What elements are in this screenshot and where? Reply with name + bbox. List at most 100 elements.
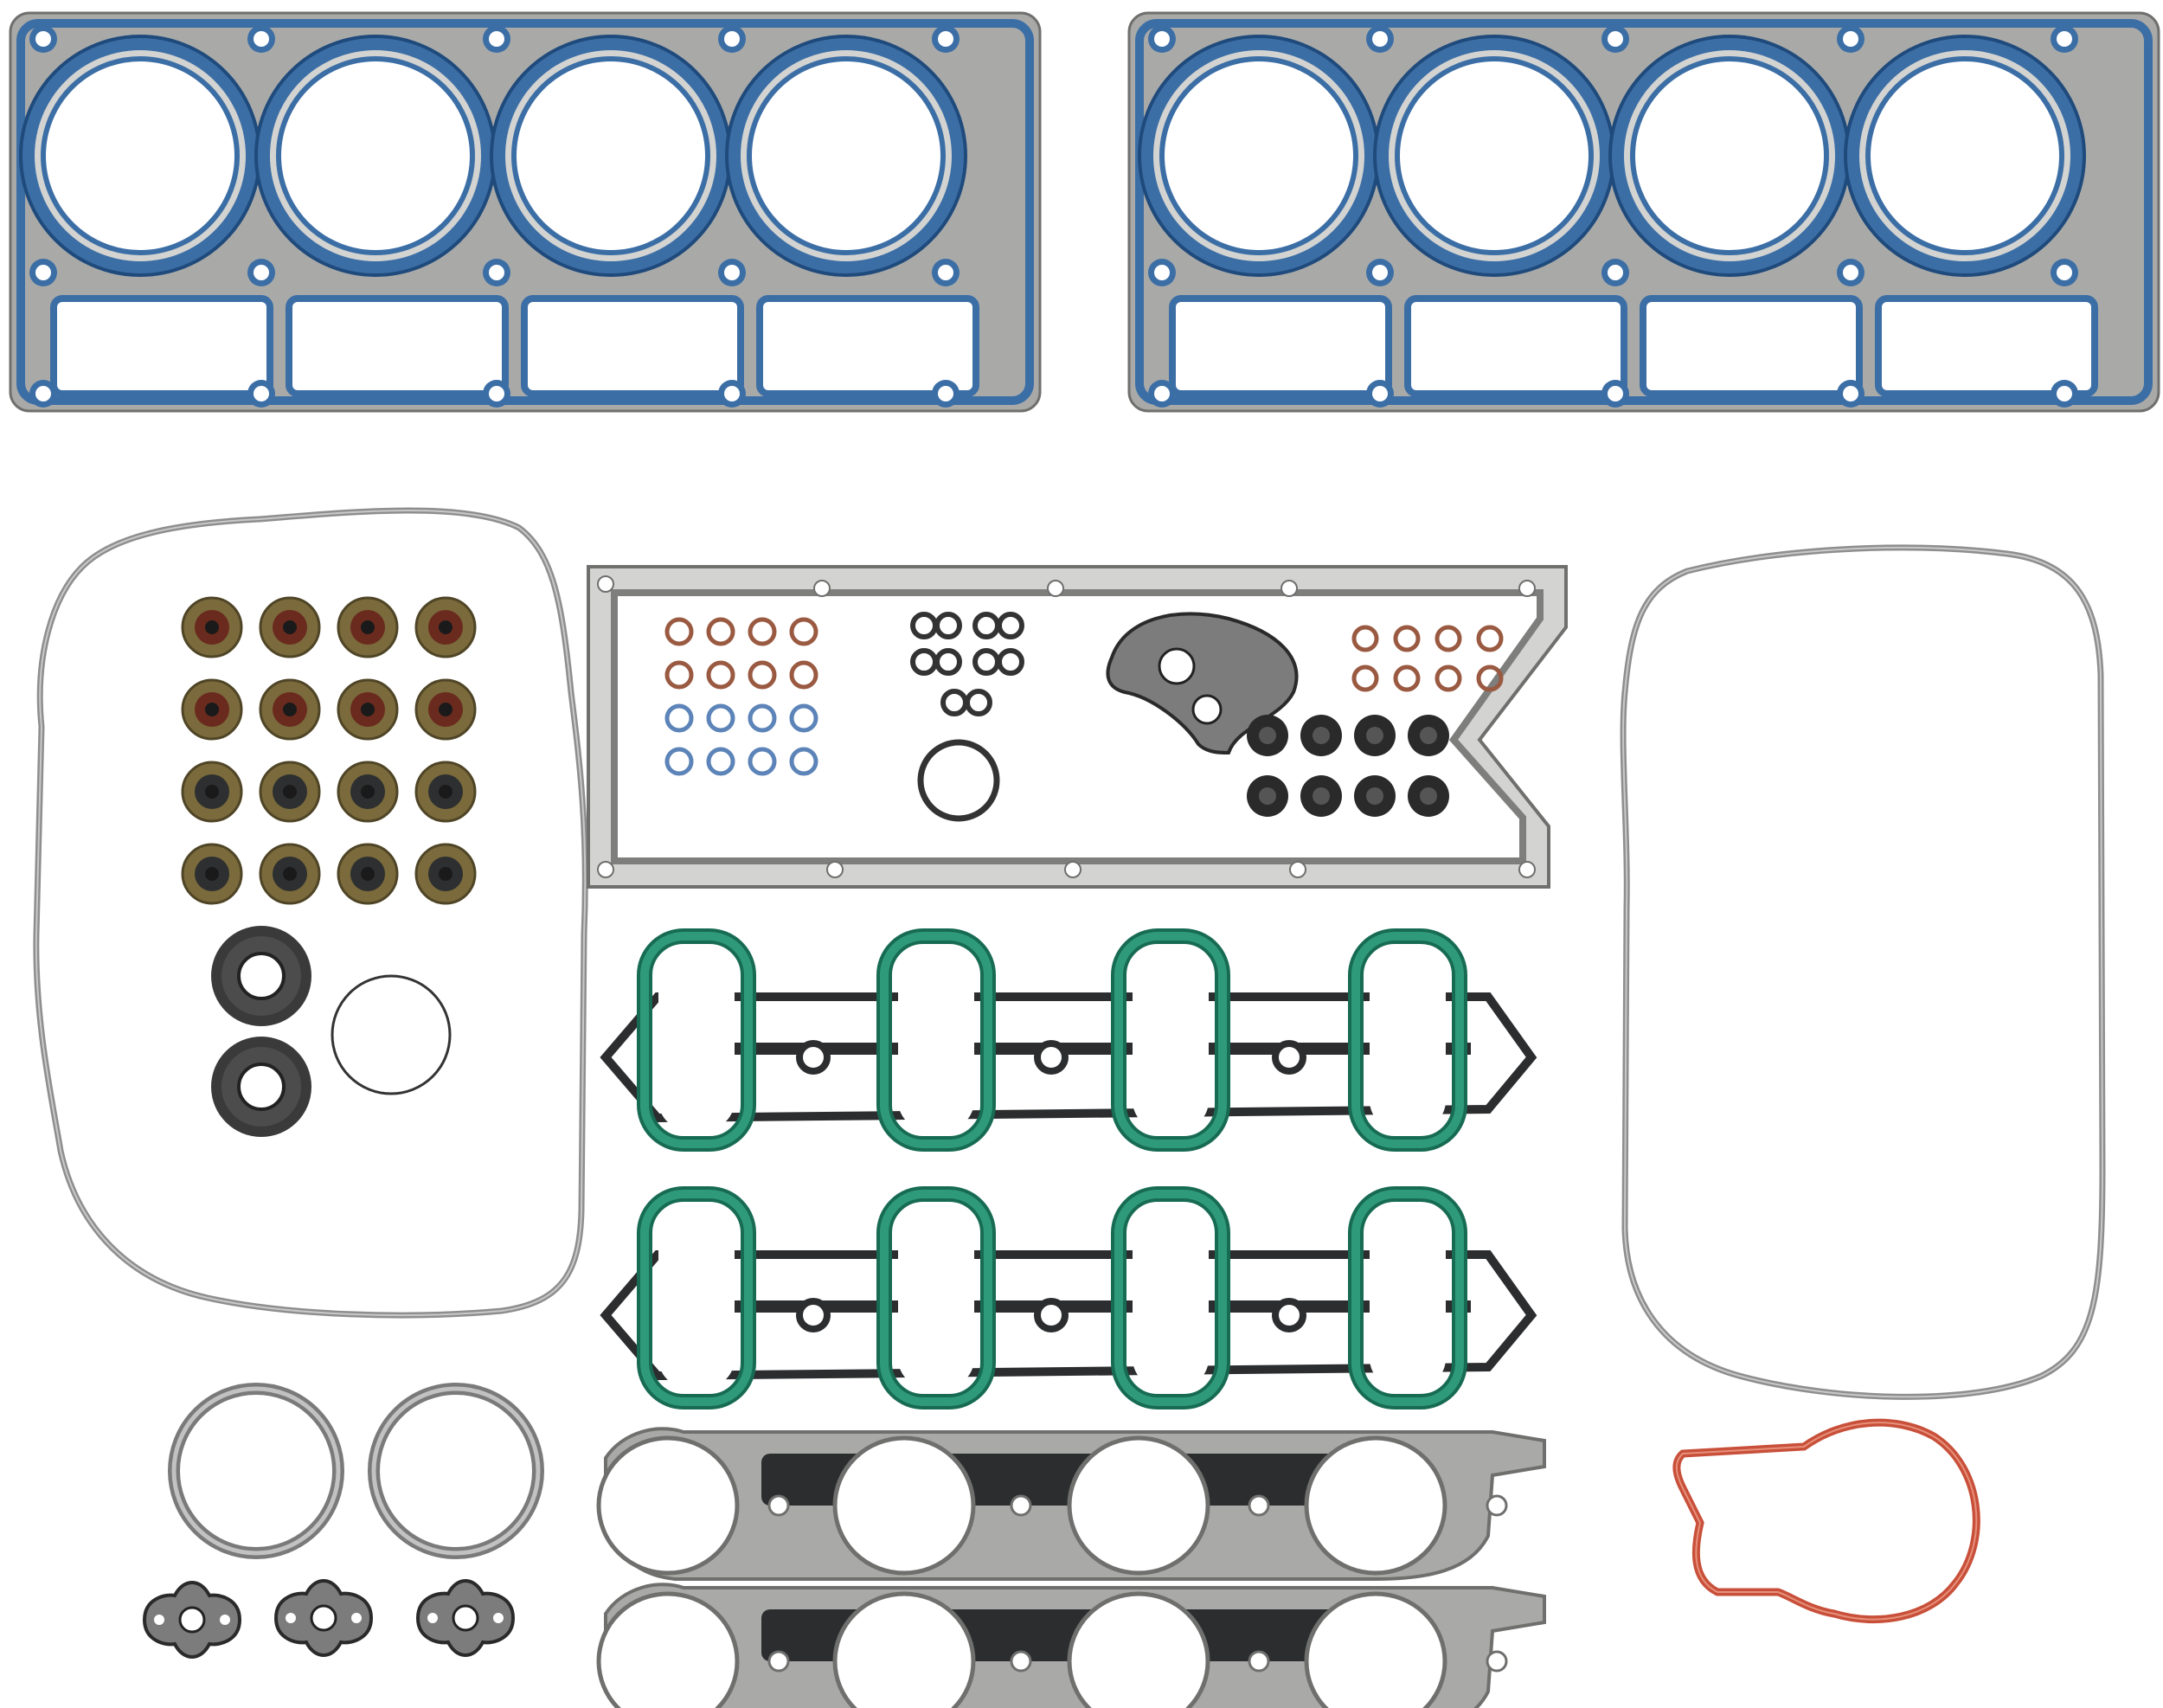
- head-gasket-bolt-hole: [1154, 386, 1170, 401]
- valve-stem-seal-bore: [205, 620, 219, 634]
- valve-stem-seal-bore: [283, 620, 297, 634]
- head-gasket-bore: [1630, 56, 1829, 255]
- valley-gasket-bolt-hole: [1289, 861, 1306, 878]
- head-gasket-bore: [276, 56, 475, 255]
- egr-gasket-port: [178, 1606, 206, 1634]
- sensor-gasket-port: [1158, 647, 1196, 685]
- valley-gasket-bolt-hole: [1518, 861, 1536, 878]
- head-gasket-bolt-hole: [938, 386, 953, 401]
- intake-port-opening: [898, 1208, 974, 1388]
- small-o-ring: [789, 703, 818, 733]
- small-o-ring: [748, 660, 777, 690]
- egr-gaskets: [142, 1579, 516, 1659]
- valve-stem-seals: [181, 596, 477, 905]
- o-ring-clip: [997, 648, 1024, 676]
- head-gasket-bolt-hole: [35, 31, 51, 47]
- exhaust-port: [596, 1435, 740, 1576]
- exhaust-port: [1067, 1435, 1210, 1576]
- valve-stem-seal-bore: [439, 620, 452, 634]
- egr-gasket-port: [452, 1604, 479, 1632]
- intake-port-seal-bead: [1114, 932, 1227, 1148]
- intake-port-opening: [1133, 1208, 1209, 1388]
- head-gasket-bolt-hole: [938, 265, 953, 280]
- small-o-ring: [664, 747, 694, 776]
- valley-gasket-bolt-hole: [1047, 580, 1064, 597]
- exhaust-bolt-hole: [767, 1494, 790, 1517]
- valve-stem-seal-bore: [361, 703, 375, 716]
- small-o-ring: [748, 703, 777, 733]
- small-o-ring: [664, 617, 694, 646]
- head-gasket-coolant-window: [1640, 295, 1863, 397]
- exhaust-port: [1304, 1591, 1447, 1708]
- intake-port-seal-bead: [640, 1190, 753, 1406]
- head-gasket-bolt-hole: [938, 31, 953, 47]
- valley-gasket-bolt-hole: [597, 575, 614, 593]
- valley-cover-gasket: [587, 565, 1568, 889]
- exhaust-bolt-hole: [1010, 1494, 1032, 1517]
- exhaust-port: [596, 1591, 740, 1708]
- exhaust-bolt-hole: [1486, 1494, 1508, 1517]
- exhaust-manifold-gasket-top: [596, 1427, 1546, 1581]
- exhaust-bolt-hole: [1248, 1494, 1270, 1517]
- o-ring-clip: [934, 648, 962, 676]
- head-gasket-bolt-hole: [1372, 31, 1388, 47]
- egr-gasket-bolt-hole: [427, 1613, 438, 1623]
- grommet-hole: [1313, 727, 1330, 744]
- head-gasket-bolt-hole: [489, 31, 504, 47]
- intake-bolt-hole: [1272, 1040, 1306, 1075]
- valley-gasket-bolt-hole: [813, 580, 831, 597]
- valley-gasket-bolt-hole: [1518, 580, 1536, 597]
- grommet-hole: [1259, 727, 1276, 744]
- intake-gasket-carrier: [600, 992, 1537, 1123]
- intake-gasket-carrier: [600, 1250, 1537, 1381]
- valve-stem-seal-bore: [439, 867, 452, 881]
- intake-port-opening: [658, 950, 735, 1130]
- intake-port-seal-bead: [880, 1190, 992, 1406]
- head-gasket-bore: [511, 56, 710, 255]
- head-gasket-bolt-hole: [1843, 31, 1858, 47]
- exhaust-bolt-hole: [767, 1650, 790, 1673]
- head-gasket-bolt-hole: [2057, 31, 2072, 47]
- intake-port-seal-bead: [1351, 932, 1464, 1148]
- intake-port-seal-bead: [880, 932, 992, 1148]
- o-ring-clip: [965, 689, 992, 716]
- small-o-ring: [1351, 665, 1379, 692]
- head-gasket-bolt-hole: [1154, 31, 1170, 47]
- head-gasket-bolt-hole: [254, 31, 269, 47]
- valve-stem-seal-bore: [205, 867, 219, 881]
- valve-stem-seal-bore: [283, 867, 297, 881]
- egr-gasket-bolt-hole: [220, 1615, 230, 1625]
- head-gasket-bolt-hole: [1843, 265, 1858, 280]
- small-o-ring: [1476, 665, 1504, 692]
- head-gasket-bolt-hole: [489, 386, 504, 401]
- head-gasket-bead: [16, 19, 1034, 405]
- intake-bolt-hole: [1034, 1298, 1069, 1332]
- head-gasket-bore: [1865, 56, 2064, 255]
- small-o-ring: [706, 703, 735, 733]
- crank-seal-top: [211, 926, 311, 1026]
- crank-seal-bottom: [211, 1037, 311, 1137]
- exhaust-port: [1304, 1435, 1447, 1576]
- small-o-ring: [1393, 625, 1421, 652]
- head-gasket-bolt-hole: [254, 386, 269, 401]
- head-gasket-coolant-window: [521, 295, 744, 397]
- head-gasket-bolt-hole: [1154, 265, 1170, 280]
- valve-stem-seal-bore: [361, 620, 375, 634]
- exhaust-ring-right: [368, 1383, 544, 1559]
- valley-gasket-bolt-hole: [597, 861, 614, 878]
- exhaust-bolt-hole: [1010, 1650, 1032, 1673]
- head-gasket-bore: [747, 56, 946, 255]
- valve-stem-seal-bore: [439, 785, 452, 799]
- head-gasket-bolt-hole: [724, 265, 740, 280]
- small-o-ring: [789, 660, 818, 690]
- small-o-ring: [1435, 625, 1462, 652]
- intake-port-opening: [658, 1208, 735, 1388]
- cylinder-head-gasket-right: [1127, 11, 2160, 413]
- head-gasket-bolt-hole: [1608, 31, 1623, 47]
- o-ring-large: [917, 739, 1000, 822]
- intake-bolt-hole: [796, 1040, 831, 1075]
- head-gasket-bolt-hole: [1372, 265, 1388, 280]
- head-gasket-coolant-window: [286, 295, 509, 397]
- intake-port-seal-bead: [640, 932, 753, 1148]
- valve-cover-gasket-right: [1620, 544, 2106, 1400]
